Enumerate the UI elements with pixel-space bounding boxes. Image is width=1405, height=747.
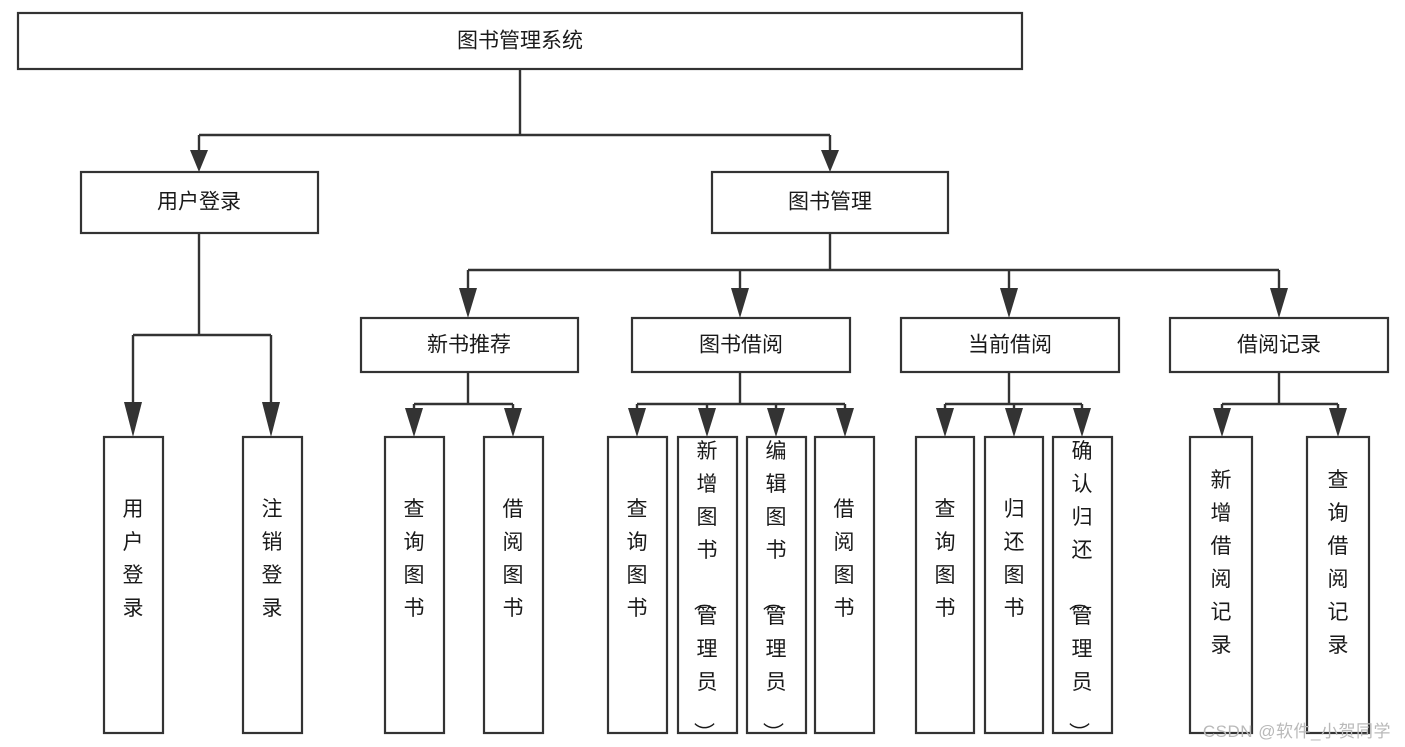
arrowhead-leaf-edit-book — [767, 408, 785, 437]
node-current-borrow-box[interactable] — [899, 316, 1121, 374]
leaf-node-add-record-box[interactable] — [1188, 435, 1254, 735]
node-new-book[interactable]: 新书推荐 — [359, 316, 580, 374]
node-book-borrow-label: 图书借阅 — [699, 334, 783, 357]
leaf-node-confirm-return[interactable]: 确认归还（管理员） — [1051, 435, 1114, 743]
node-root[interactable]: 图书管理系统 — [16, 11, 1024, 71]
leaf-node-edit-book-box[interactable] — [745, 435, 808, 735]
arrowhead-user-login — [190, 150, 208, 172]
node-root-label: 图书管理系统 — [457, 30, 583, 53]
leaf-node-borrow-book-borrow[interactable]: 借阅图书 — [813, 435, 876, 735]
leaf-node-user-login-label: 用户登录 — [123, 498, 144, 620]
arrowhead-leaf-query-book-2 — [628, 408, 646, 437]
node-book-borrow[interactable]: 图书借阅 — [630, 316, 852, 374]
leaf-node-add-record-label: 新增借阅记录 — [1211, 469, 1232, 657]
node-book-manage-box[interactable] — [710, 170, 950, 235]
leaf-node-user-login[interactable]: 用户登录 — [102, 435, 165, 735]
connectors-book-manage-to-level3 — [459, 233, 1288, 318]
arrowhead-leaf-confirm-return — [1073, 408, 1091, 437]
connectors-root-to-level2 — [190, 69, 839, 172]
leaf-node-return-book-box[interactable] — [983, 435, 1045, 735]
arrowhead-leaf-user-login — [124, 402, 142, 437]
arrowhead-leaf-return-book — [1005, 408, 1023, 437]
arrowhead-leaf-add-record — [1213, 408, 1231, 437]
leaf-node-logout[interactable]: 注销登录 — [241, 435, 304, 735]
arrowhead-book-manage — [821, 150, 839, 172]
connectors-user-login-to-leaves — [124, 233, 280, 437]
leaf-node-edit-book-label: 编辑图书（管理员） — [761, 440, 787, 743]
leaf-node-add-book[interactable]: 新增图书（管理员） — [676, 435, 739, 743]
arrowhead-book-borrow — [731, 288, 749, 318]
arrowhead-leaf-borrow-book-2 — [836, 408, 854, 437]
node-current-borrow[interactable]: 当前借阅 — [899, 316, 1121, 374]
node-borrow-record-box[interactable] — [1168, 316, 1390, 374]
leaf-node-edit-book[interactable]: 编辑图书（管理员） — [745, 435, 808, 743]
leaf-node-query-book-current-label: 查询图书 — [935, 498, 956, 620]
arrowhead-borrow-record — [1270, 288, 1288, 318]
connectors-current-borrow-to-leaves — [936, 372, 1091, 437]
leaf-node-query-book-borrow-label: 查询图书 — [627, 498, 648, 620]
arrowhead-leaf-borrow-book-1 — [504, 408, 522, 437]
arrowhead-leaf-query-book-1 — [405, 408, 423, 437]
arrowhead-current-borrow — [1000, 288, 1018, 318]
connectors-book-borrow-to-leaves — [628, 372, 854, 437]
leaf-node-borrow-book-newbook-box[interactable] — [482, 435, 545, 735]
leaf-node-query-record-box[interactable] — [1305, 435, 1371, 735]
leaf-node-confirm-return-label: 确认归还（管理员） — [1067, 440, 1093, 743]
leaf-node-query-record[interactable]: 查询借阅记录 — [1305, 435, 1371, 735]
leaf-node-borrow-book-newbook[interactable]: 借阅图书 — [482, 435, 545, 735]
leaf-node-return-book[interactable]: 归还图书 — [983, 435, 1045, 735]
arrowhead-leaf-logout — [262, 402, 280, 437]
node-root-box[interactable] — [16, 11, 1024, 71]
node-borrow-record[interactable]: 借阅记录 — [1168, 316, 1390, 374]
node-new-book-box[interactable] — [359, 316, 580, 374]
node-book-manage-label: 图书管理 — [788, 191, 872, 214]
node-user-login-box[interactable] — [79, 170, 320, 235]
node-book-borrow-box[interactable] — [630, 316, 852, 374]
leaf-node-logout-box[interactable] — [241, 435, 304, 735]
leaf-node-return-book-label: 归还图书 — [1004, 498, 1025, 620]
arrowhead-leaf-query-book-3 — [936, 408, 954, 437]
leaf-node-borrow-book-newbook-label: 借阅图书 — [503, 498, 524, 620]
leaf-node-query-book-newbook[interactable]: 查询图书 — [383, 435, 446, 735]
leaf-node-add-record[interactable]: 新增借阅记录 — [1188, 435, 1254, 735]
leaf-node-query-book-borrow[interactable]: 查询图书 — [606, 435, 669, 735]
leaf-node-confirm-return-box[interactable] — [1051, 435, 1114, 735]
leaf-node-add-book-box[interactable] — [676, 435, 739, 735]
leaf-node-query-book-borrow-box[interactable] — [606, 435, 669, 735]
node-current-borrow-label: 当前借阅 — [968, 334, 1052, 357]
connectors-new-book-to-leaves — [405, 372, 522, 437]
node-user-login[interactable]: 用户登录 — [79, 170, 320, 235]
leaf-node-query-book-newbook-box[interactable] — [383, 435, 446, 735]
leaf-node-query-book-current-box[interactable] — [914, 435, 976, 735]
leaf-node-borrow-book-borrow-box[interactable] — [813, 435, 876, 735]
leaf-node-query-book-newbook-label: 查询图书 — [404, 498, 425, 620]
leaf-node-add-book-label: 新增图书（管理员） — [692, 440, 718, 743]
arrowhead-leaf-query-record — [1329, 408, 1347, 437]
node-new-book-label: 新书推荐 — [427, 334, 511, 357]
leaf-node-query-book-current[interactable]: 查询图书 — [914, 435, 976, 735]
node-user-login-label: 用户登录 — [157, 191, 241, 214]
node-borrow-record-label: 借阅记录 — [1237, 334, 1321, 357]
arrowhead-new-book — [459, 288, 477, 318]
leaf-node-logout-label: 注销登录 — [262, 498, 283, 620]
arrowhead-leaf-add-book — [698, 408, 716, 437]
connectors-borrow-record-to-leaves — [1213, 372, 1347, 437]
leaf-node-borrow-book-borrow-label: 借阅图书 — [834, 498, 855, 620]
leaf-node-query-record-label: 查询借阅记录 — [1328, 469, 1349, 657]
leaf-node-user-login-box[interactable] — [102, 435, 165, 735]
node-book-manage[interactable]: 图书管理 — [710, 170, 950, 235]
